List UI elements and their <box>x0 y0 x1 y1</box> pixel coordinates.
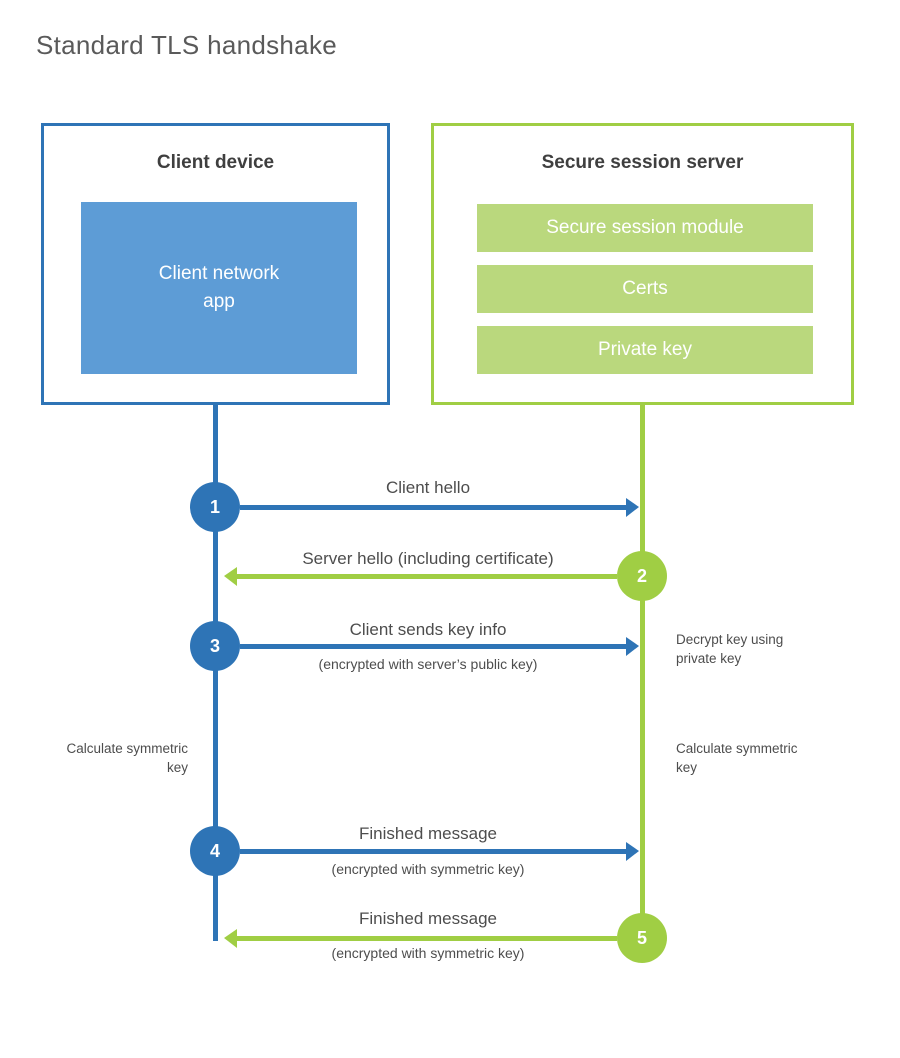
secure-session-server-box: Secure session server Secure session mod… <box>431 123 854 405</box>
server-module-private-key: Private key <box>477 326 813 374</box>
server-module-certs: Certs <box>477 265 813 313</box>
decrypt-key-note: Decrypt key using private key <box>676 632 784 666</box>
step-4-badge: 4 <box>190 826 240 876</box>
step-4-sublabel: (encrypted with symmetric key) <box>331 861 525 877</box>
step-5-badge: 5 <box>617 913 667 963</box>
calculate-symmetric-key-note-client: Calculate symmetric key <box>66 741 188 775</box>
page-title: Standard TLS handshake <box>36 30 338 60</box>
step-5-label: Finished message <box>359 909 497 928</box>
step-5-sublabel: (encrypted with symmetric key) <box>331 945 525 961</box>
step-2-arrow-left-icon <box>224 567 617 586</box>
client-device-title: Client device <box>156 152 275 173</box>
step-4-label: Finished message <box>359 824 497 843</box>
client-lifeline <box>213 404 218 941</box>
server-module-secure-session: Secure session module <box>477 204 813 252</box>
calculate-symmetric-key-note-server: Calculate symmetric key <box>676 741 798 775</box>
client-network-app-box: Client network app <box>81 202 357 374</box>
step-3-arrow-right-icon <box>240 637 639 656</box>
step-3-badge: 3 <box>190 621 240 671</box>
step-5-arrow-left-icon <box>224 929 617 948</box>
step-4-arrow-right-icon <box>240 842 639 861</box>
step-2-label: Server hello (including certificate) <box>302 549 554 568</box>
step-1-label: Client hello <box>385 478 471 497</box>
step-2-badge: 2 <box>617 551 667 601</box>
step-3-sublabel: (encrypted with server’s public key) <box>318 656 538 672</box>
step-1-arrow-right-icon <box>240 498 639 517</box>
client-network-app-label: Client network app <box>158 263 280 312</box>
step-1-badge: 1 <box>190 482 240 532</box>
step-3-label: Client sends key info <box>349 620 507 639</box>
client-device-box: Client device Client network app <box>41 123 390 405</box>
secure-session-server-title: Secure session server <box>541 152 744 173</box>
server-lifeline <box>640 404 645 938</box>
